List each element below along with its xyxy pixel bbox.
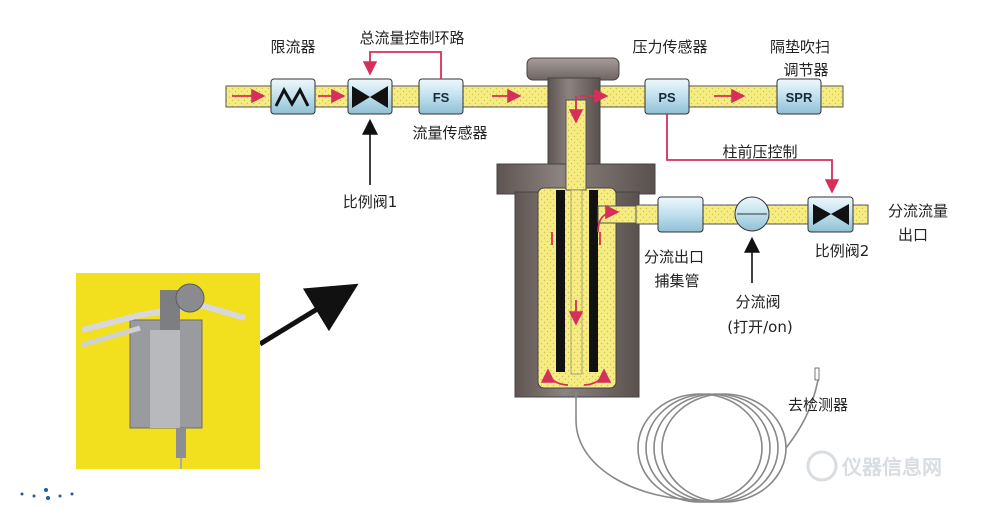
proportional-valve-1 xyxy=(347,78,393,115)
proportional-valve-2 xyxy=(807,196,854,233)
prop-valve-1-label: 比例阀1 xyxy=(343,193,398,211)
flow-arrow-liner-left xyxy=(540,368,569,386)
split-valve xyxy=(734,196,770,232)
split-valve-label-1: 分流阀 xyxy=(735,293,780,311)
split-trap-label-2: 捕集管 xyxy=(654,272,699,290)
flow-sensor-label: 流量传感器 xyxy=(412,124,487,142)
pressure-sensor-box: PS xyxy=(644,78,690,115)
labels: 限流器 总流量控制环路 压力传感器 隔垫吹扫 调节器 流量传感器 柱前压控制 比… xyxy=(270,29,948,414)
split-trap-label-1: 分流出口 xyxy=(644,248,704,266)
watermark: 仪器信息网 xyxy=(806,450,942,482)
head-pressure-line xyxy=(666,114,840,194)
septum-purge-regulator-box: SPR xyxy=(776,78,822,115)
pressure-sensor-label: 压力传感器 xyxy=(632,38,707,56)
split-vent-trap xyxy=(657,196,704,233)
capillary-column-coil xyxy=(575,367,820,503)
head-pressure-label: 柱前压控制 xyxy=(722,143,797,161)
logo-dots xyxy=(20,488,74,500)
total-flow-loop-label: 总流量控制环路 xyxy=(359,29,464,47)
fs-box-label: FS xyxy=(433,90,450,105)
flow-arrow-split-out xyxy=(597,204,620,233)
to-detector-label: 去检测器 xyxy=(788,396,848,414)
septum-purge-label-2: 调节器 xyxy=(783,61,828,79)
flow-arrows xyxy=(232,51,840,386)
split-flow-label-1: 分流流量 xyxy=(888,202,948,220)
photo-pointer-arrow xyxy=(258,283,359,347)
septum-purge-label-1: 隔垫吹扫 xyxy=(770,38,830,56)
restrictor-label: 限流器 xyxy=(270,38,315,56)
ps-box-label: PS xyxy=(658,90,676,105)
total-flow-loop-line xyxy=(362,51,442,79)
flow-arrow-liner-right xyxy=(583,368,612,386)
inlet-photo xyxy=(76,273,260,469)
split-flow-label-2: 出口 xyxy=(898,226,928,244)
watermark-text: 仪器信息网 xyxy=(841,455,942,479)
prop-valve-2-label: 比例阀2 xyxy=(815,242,870,260)
restrictor xyxy=(270,78,316,115)
flow-sensor-box: FS xyxy=(418,78,464,115)
split-valve-label-2: (打开/on) xyxy=(727,318,792,336)
spr-box-label: SPR xyxy=(786,90,813,105)
annotation-arrows xyxy=(258,118,760,347)
